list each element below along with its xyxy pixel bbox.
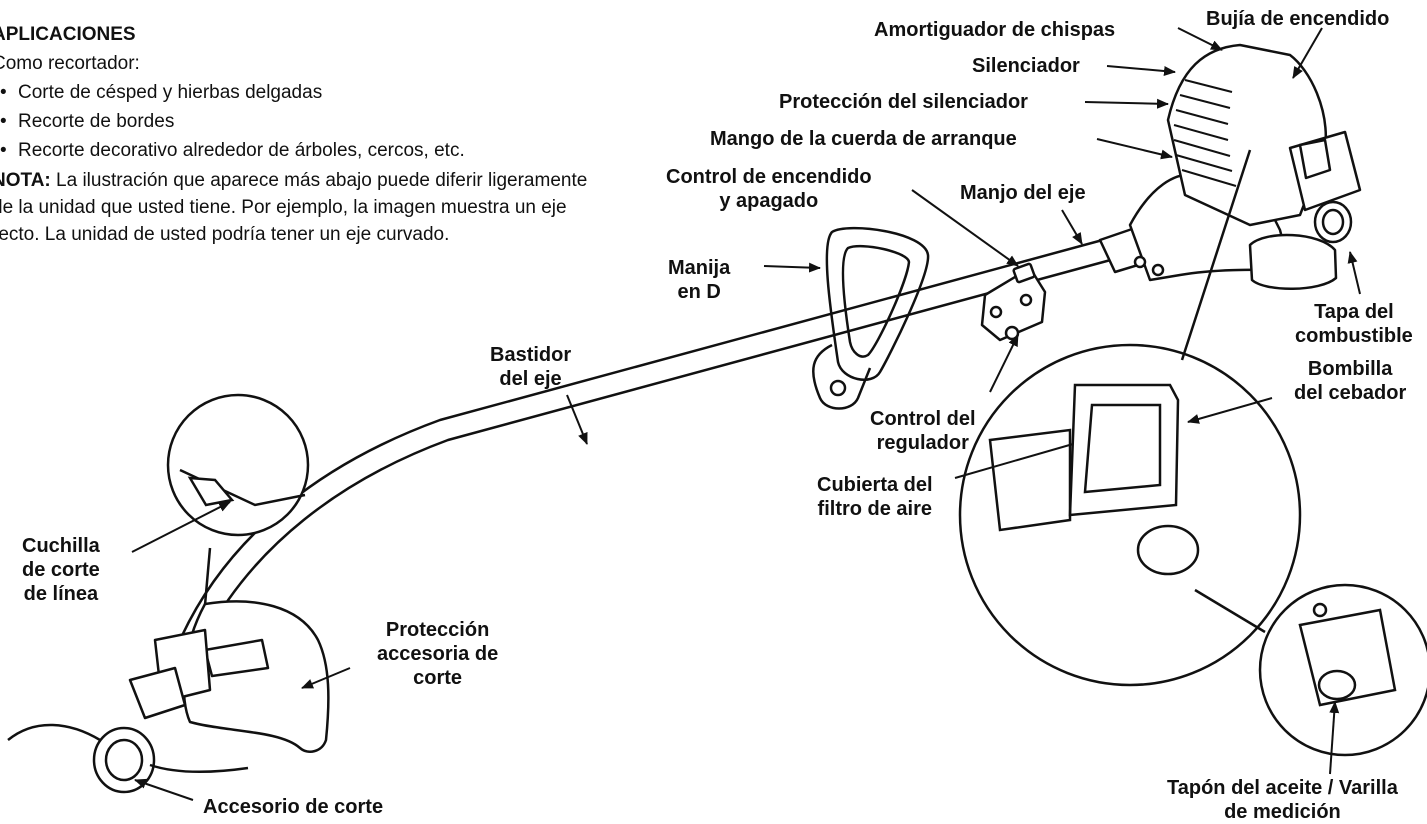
label-line: accesoria de bbox=[377, 643, 499, 665]
label-line: Control del bbox=[870, 408, 976, 430]
section-heading: APLICACIONES bbox=[0, 24, 136, 45]
label-cutting-attachment-guard: Protección accesoria de corte bbox=[377, 618, 498, 690]
line-blade-inset bbox=[166, 393, 310, 606]
label-line: y apagado bbox=[719, 190, 819, 212]
label-d-handle: Manija en D bbox=[668, 256, 730, 304]
applications-section: APLICACIONES Como recortador: Corte de c… bbox=[0, 20, 592, 248]
label-line: Protección bbox=[385, 619, 490, 641]
label-line: Tapa del bbox=[1314, 301, 1394, 323]
control-block-drawing bbox=[980, 262, 1047, 342]
label-line: de medición bbox=[1224, 801, 1341, 823]
label-shaft-handle: Manjo del eje bbox=[960, 182, 1086, 204]
label-fuel-cap: Tapa del combustible bbox=[1295, 300, 1413, 348]
label-line: Cuchilla bbox=[22, 535, 100, 557]
label-line: del cebador bbox=[1294, 382, 1407, 404]
label-cutting-attachment: Accesorio de corte bbox=[203, 796, 384, 818]
label-line: Manija bbox=[668, 257, 731, 279]
label-starter-rope-handle: Mango de la cuerda de arranque bbox=[710, 128, 1017, 150]
label-line: regulador bbox=[876, 432, 969, 454]
label-spark-plug: Bujía de encendido bbox=[1206, 8, 1390, 30]
label-primer-bulb: Bombilla del cebador bbox=[1294, 357, 1406, 405]
label-spark-arrestor: Amortiguador de chispas bbox=[874, 19, 1116, 41]
label-line: del eje bbox=[499, 368, 562, 390]
engine-inset bbox=[958, 149, 1302, 687]
leader-lines bbox=[131, 27, 1361, 801]
engine-drawing bbox=[1098, 43, 1362, 290]
note-label: NOTA: bbox=[0, 170, 51, 191]
note-paragraph: NOTA: La ilustración que aparece más aba… bbox=[0, 167, 592, 248]
label-line: combustible bbox=[1295, 325, 1413, 347]
label-line: de corte bbox=[22, 559, 100, 581]
bullet-item: Recorte de bordes bbox=[0, 107, 592, 136]
label-line: Control de encendido bbox=[666, 166, 872, 188]
note-text: La ilustración que aparece más abajo pue… bbox=[0, 170, 588, 245]
label-line: Cubierta del bbox=[817, 474, 933, 496]
oil-cap-inset bbox=[1194, 583, 1427, 757]
label-muffler-guard: Protección del silenciador bbox=[779, 91, 1028, 113]
trimmer-subheading: Como recortador: bbox=[0, 53, 140, 74]
label-line: filtro de aire bbox=[817, 498, 933, 520]
label-line: Tapón del aceite / Varilla bbox=[1167, 777, 1398, 799]
label-line-cutting-blade: Cuchilla de corte de línea bbox=[22, 534, 100, 606]
label-shaft-housing: Bastidor del eje bbox=[490, 343, 571, 391]
bullet-item: Recorte decorativo alrededor de árboles,… bbox=[0, 136, 592, 165]
bullet-item: Corte de césped y hierbas delgadas bbox=[0, 78, 592, 107]
d-handle-drawing bbox=[812, 226, 930, 410]
label-on-off-control: Control de encendido y apagado bbox=[666, 165, 872, 213]
label-line: de línea bbox=[23, 583, 99, 605]
cutting-head-drawing bbox=[7, 600, 330, 794]
label-muffler: Silenciador bbox=[972, 55, 1080, 77]
label-throttle-control: Control del regulador bbox=[870, 407, 976, 455]
label-line: en D bbox=[677, 281, 721, 303]
label-oil-cap-dipstick: Tapón del aceite / Varilla de medición bbox=[1167, 776, 1398, 824]
label-air-filter-cover: Cubierta del filtro de aire bbox=[817, 473, 933, 521]
label-line: Bastidor bbox=[490, 344, 572, 366]
label-line: Bombilla bbox=[1307, 358, 1393, 380]
label-line: corte bbox=[413, 667, 463, 689]
